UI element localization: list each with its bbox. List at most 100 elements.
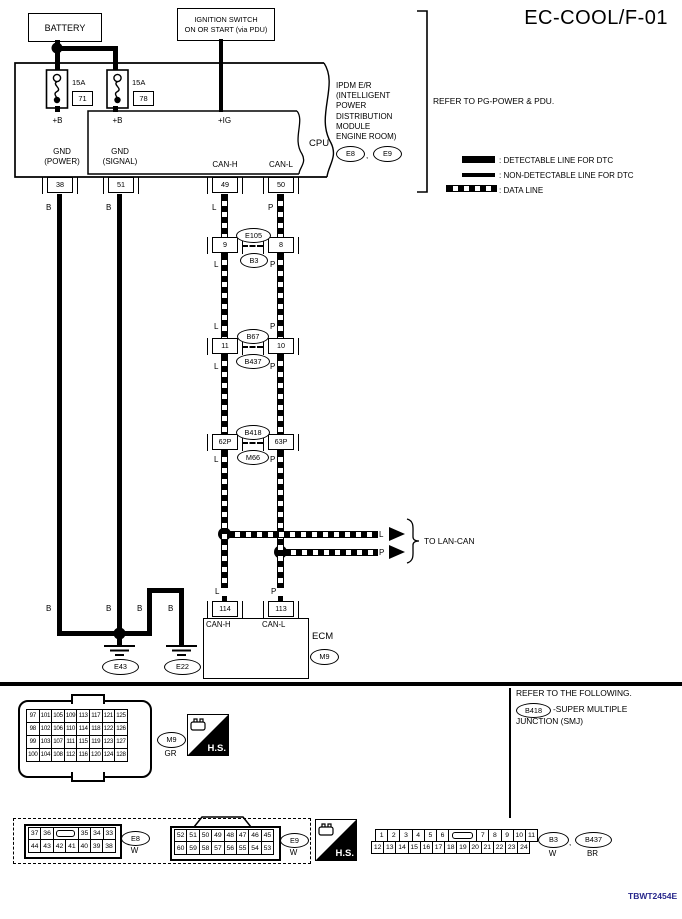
pin-39: 39 [89, 839, 104, 853]
fuse2-out-wire [113, 106, 118, 112]
vertical-divider [509, 688, 511, 818]
wire-color-l: L [214, 455, 219, 464]
pin-100: 100 [26, 747, 40, 762]
connector-ref-text: E9 [290, 835, 299, 845]
pin-11: 11 [524, 829, 539, 843]
terminal-number: 49 [212, 177, 238, 193]
pin-127: 127 [114, 734, 128, 749]
pin-119: 119 [88, 734, 103, 749]
battery-box: BATTERY [28, 13, 102, 42]
comma: , [569, 838, 572, 847]
wire-color-p: P [270, 260, 276, 269]
terminal-number: 11 [212, 338, 238, 354]
pin-111: 111 [63, 734, 78, 749]
legend-detectable-text: : DETECTABLE LINE FOR DTC [499, 156, 614, 165]
inline-terminal-10: 10 [263, 338, 299, 355]
legend-dataline-text: : DATA LINE [499, 186, 544, 195]
connector-mating-line [242, 245, 263, 247]
fuse-symbol-1 [45, 69, 69, 109]
pin-113: 113 [76, 709, 90, 723]
e8-e9-group-box [13, 818, 311, 864]
pin-121: 121 [101, 709, 116, 723]
pin-17: 17 [431, 841, 446, 855]
connector-ref-text: E8 [131, 833, 140, 843]
pin-47: 47 [235, 829, 250, 843]
terminal-50: 50 [263, 177, 299, 194]
pin-112: 112 [63, 747, 78, 762]
can-l-wire-stub [278, 596, 283, 602]
hs-connector-glyph [318, 823, 334, 836]
arrow-right [389, 527, 405, 541]
pin-104: 104 [38, 747, 53, 762]
connector-ref-text: B437 [584, 835, 603, 845]
wire-color-l: L [212, 203, 217, 212]
pin-101: 101 [38, 709, 53, 723]
connector-ref-e9: E9 [373, 146, 402, 162]
wire-color-b: B [46, 203, 52, 212]
pin-126: 126 [114, 721, 128, 736]
legend-nondetectable-sample [462, 173, 495, 177]
terminal-113: 113 [263, 601, 299, 618]
connector-ref-text: M9 [319, 652, 330, 662]
gnd-power-wire [57, 194, 62, 636]
pin-59: 59 [186, 841, 200, 855]
pin-110: 110 [63, 721, 78, 736]
wire-color-l: L [214, 260, 219, 269]
pin-ig-label: +IG [217, 116, 232, 125]
pin-52: 52 [174, 829, 188, 843]
terminal-number: 8 [268, 237, 294, 253]
ignition-line1: IGNITION SWITCH [194, 15, 258, 25]
wire-color-b: B [106, 203, 112, 212]
connector-ref-text: B3 [549, 835, 558, 845]
ground-stub-wire [117, 634, 122, 645]
wire-color-l: L [214, 322, 219, 331]
fuse1-amp: 15A [72, 78, 86, 87]
pin-102: 102 [38, 721, 53, 736]
terminal-number: 51 [108, 177, 134, 193]
wire-color-p: P [268, 203, 274, 212]
hs-view-icon: H.S. [187, 714, 229, 756]
legend-nondetectable-text: : NON-DETECTABLE LINE FOR DTC [499, 171, 634, 180]
connector-ref-b437: B437 [236, 354, 270, 369]
page-title: EC-COOL/F-01 [524, 7, 668, 29]
pin-98: 98 [26, 721, 40, 736]
hs-label: H.S. [207, 743, 226, 754]
connector-ref-m66: M66 [237, 450, 269, 465]
terminal-number: 10 [268, 338, 294, 354]
lan-brace [406, 518, 420, 564]
pin-114: 114 [76, 721, 90, 736]
gnd-signal-label1: GND [111, 147, 129, 156]
terminal-number: 114 [212, 601, 238, 617]
connector-ref-text: M66 [245, 452, 261, 462]
ipdm-name-line: MODULE [336, 121, 371, 131]
pin-40: 40 [77, 839, 91, 853]
wire-color-l: L [215, 587, 220, 596]
ecm-can-l: CAN-L [262, 620, 286, 629]
refer-pg-power: REFER TO PG-POWER & PDU. [433, 96, 555, 106]
wire-color-b: B [106, 604, 112, 613]
ignition-switch-box: IGNITION SWITCH ON OR START (via PDU) [177, 8, 275, 41]
ipdm-name: IPDM E/R (INTELLIGENT POWER DISTRIBUTION… [336, 81, 396, 142]
connector-ref-b3: B3 [240, 253, 268, 268]
terminal-38: 38 [42, 177, 78, 194]
pin-122: 122 [101, 721, 116, 736]
pin-115: 115 [76, 734, 90, 749]
pin-57: 57 [211, 841, 225, 855]
pin-34: 34 [90, 827, 104, 841]
wire-color-p: P [270, 362, 276, 371]
pin-107: 107 [51, 734, 65, 749]
m9-top-tab [71, 694, 105, 704]
lan-branch-l-wire [228, 531, 378, 538]
wire-color-b: B [168, 604, 174, 613]
ignition-wire [219, 39, 223, 112]
terminal-49: 49 [207, 177, 243, 194]
connector-ref-text: E9 [383, 149, 392, 159]
connector-ref-b418-smj: B418 [516, 703, 551, 718]
ipdm-name-line: ENGINE ROOM) [336, 132, 397, 142]
terminal-number: 113 [268, 601, 294, 617]
b3-color: W [548, 849, 557, 858]
fuse2-number-text: 78 [139, 94, 148, 103]
ipdm-name-line: DISTRIBUTION [336, 111, 393, 121]
connector-key-slot [52, 827, 79, 841]
